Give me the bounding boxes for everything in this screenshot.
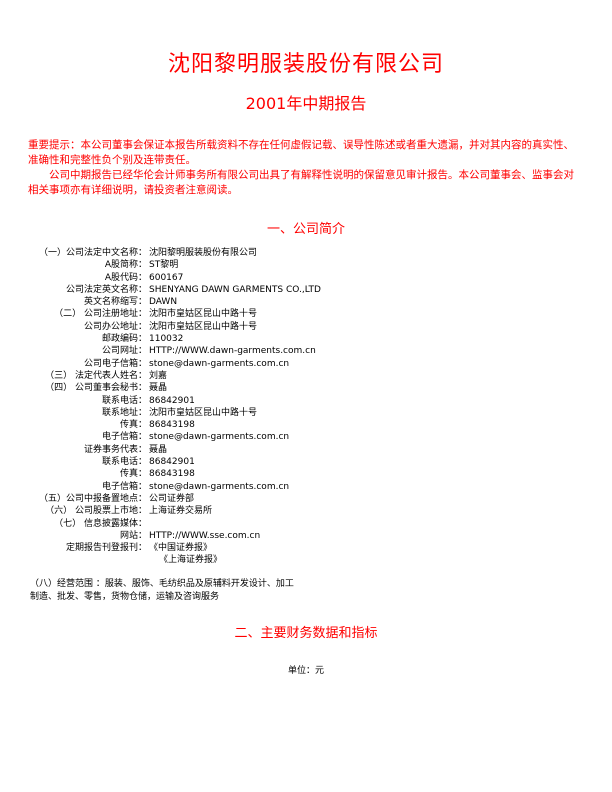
section-heading-company-profile: 一、公司简介 <box>266 222 345 237</box>
info-row: （六） 公司股票上市地：上海证券交易所 <box>30 505 321 517</box>
info-label: 英文名称缩写： <box>83 297 147 308</box>
info-value: 600167 <box>149 272 184 283</box>
info-row: 电子信箱：stone@dawn-garments.com.cn <box>30 431 321 443</box>
info-row: 公司办公地址：沈阳市皇姑区昆山中路十号 <box>30 321 321 333</box>
info-label: 联系地址： <box>101 407 147 418</box>
info-value: 沈阳市皇姑区昆山中路十号 <box>149 309 258 320</box>
info-label: （七） 信息披露媒体： <box>54 518 147 529</box>
company-title: 沈阳黎明服装股份有限公司 <box>167 52 444 77</box>
info-row: 联系电话：86842901 <box>30 456 321 468</box>
info-label: A股代码： <box>104 272 147 283</box>
info-label: （二） 公司注册地址： <box>54 309 147 320</box>
info-label: 电子信箱： <box>101 432 147 443</box>
notice-paragraph-1: 重要提示：本公司董事会保证本报告所载资料不存在任何虚假记载、误导性陈述或者重大遗… <box>28 139 574 166</box>
business-scope-line-2: 制造、批发、零售，货物仓储，运输及咨询服务 <box>30 592 220 602</box>
info-value: SHENYANG DAWN GARMENTS CO.,LTD <box>149 284 321 295</box>
info-value: 沈阳市皇姑区昆山中路十号 <box>149 321 258 332</box>
info-value: 刘嘉 <box>149 370 168 381</box>
info-label: 公司电子信箱： <box>83 358 147 369</box>
info-value: ST黎明 <box>149 260 179 271</box>
info-value: 上海证券交易所 <box>149 506 213 517</box>
business-scope-line-1: （八）经营范围 ：服装、服饰、毛纺织品及原辅料开发设计、加工 <box>30 579 294 589</box>
info-value: DAWN <box>149 297 178 308</box>
info-row: 联系电话：86842901 <box>30 395 321 407</box>
info-row: （七） 信息披露媒体： <box>30 518 321 530</box>
info-label: 定期报告刊登报刊： <box>65 543 147 554</box>
info-label: 公司法定英文名称： <box>65 284 147 295</box>
info-row: 定期报告刊登报刊：《中国证券报》 <box>30 542 321 554</box>
info-label: 网站： <box>119 530 147 541</box>
info-label: （六） 公司股票上市地： <box>45 506 147 517</box>
info-row: （四） 公司董事会秘书：聂晶 <box>30 382 321 394</box>
unit-label: 单位：元 <box>287 666 324 676</box>
info-row: A股简称：ST黎明 <box>30 259 321 271</box>
info-label: 联系电话： <box>101 395 147 406</box>
section-heading-financial-data: 二、主要财务数据和指标 <box>234 626 378 641</box>
info-value: stone@dawn-garments.com.cn <box>149 432 290 443</box>
info-row: （五）公司中报备置地点：公司证券部 <box>30 493 321 505</box>
info-row: 联系地址：沈阳市皇姑区昆山中路十号 <box>30 407 321 419</box>
info-label: 邮政编码： <box>101 334 147 345</box>
info-row: 公司网址：HTTP://WWW.dawn-garments.com.cn <box>30 345 321 357</box>
info-label: （一）公司法定中文名称： <box>38 248 147 258</box>
info-row: 《上海证券报》 <box>30 554 321 566</box>
info-value: 86843198 <box>149 469 195 480</box>
info-label: 传真： <box>119 469 147 480</box>
info-label: 证券事务代表： <box>83 444 147 455</box>
info-label: 电子信箱： <box>101 481 147 492</box>
info-value: 86843198 <box>149 420 195 431</box>
info-row: 传真：86843198 <box>30 468 321 480</box>
info-row: 邮政编码：110032 <box>30 333 321 345</box>
info-row: 电子信箱：stone@dawn-garments.com.cn <box>30 481 321 493</box>
info-row: 公司电子信箱：stone@dawn-garments.com.cn <box>30 358 321 370</box>
business-scope: （八）经营范围 ：服装、服饰、毛纺织品及原辅料开发设计、加工 制造、批发、零售，… <box>30 578 350 604</box>
info-label: 传真： <box>119 420 147 431</box>
info-label: 联系电话： <box>101 457 147 468</box>
info-label: （三） 法定代表人姓名： <box>45 370 147 381</box>
info-label: （五）公司中报备置地点： <box>38 493 147 504</box>
info-value: stone@dawn-garments.com.cn <box>149 358 290 369</box>
info-row: 证券事务代表：聂晶 <box>30 444 321 456</box>
info-value: 《中国证券报》 <box>149 543 213 554</box>
info-row: （一）公司法定中文名称：沈阳黎明服装股份有限公司 <box>30 247 321 259</box>
info-row: （三） 法定代表人姓名：刘嘉 <box>30 370 321 382</box>
info-row: 传真：86843198 <box>30 419 321 431</box>
info-value: stone@dawn-garments.com.cn <box>149 481 290 492</box>
info-label: A股简称： <box>104 260 147 271</box>
info-row: 英文名称缩写：DAWN <box>30 296 321 308</box>
info-row: 网站：HTTP://WWW.sse.com.cn <box>30 530 321 542</box>
info-value: HTTP://WWW.dawn-garments.com.cn <box>149 346 316 357</box>
important-notice: 重要提示：本公司董事会保证本报告所载资料不存在任何虚假记载、误导性陈述或者重大遗… <box>28 138 584 198</box>
info-value: 聂晶 <box>149 444 168 455</box>
info-value: 公司证券部 <box>149 493 195 504</box>
report-title: 2001年中期报告 <box>245 94 367 113</box>
info-value: 沈阳黎明服装股份有限公司 <box>149 248 258 258</box>
info-value: 沈阳市皇姑区昆山中路十号 <box>149 407 258 418</box>
info-label <box>30 554 147 566</box>
info-value: 86842901 <box>149 457 195 468</box>
info-label: 公司办公地址： <box>83 321 147 332</box>
info-value: 《上海证券报》 <box>159 555 223 566</box>
info-row: （二） 公司注册地址：沈阳市皇姑区昆山中路十号 <box>30 308 321 320</box>
info-label: （四） 公司董事会秘书： <box>45 383 147 394</box>
info-value <box>147 518 149 530</box>
info-value: 86842901 <box>149 395 195 406</box>
info-row: A股代码：600167 <box>30 272 321 284</box>
info-value: 聂晶 <box>149 383 168 394</box>
notice-paragraph-2: 公司中期报告已经华伦会计师事务所有限公司出具了有解释性说明的保留意见审计报告。本… <box>28 169 574 196</box>
info-label: 公司网址： <box>101 346 147 357</box>
info-row: 公司法定英文名称：SHENYANG DAWN GARMENTS CO.,LTD <box>30 284 321 296</box>
info-value: 110032 <box>149 334 184 345</box>
info-value: HTTP://WWW.sse.com.cn <box>149 530 261 541</box>
